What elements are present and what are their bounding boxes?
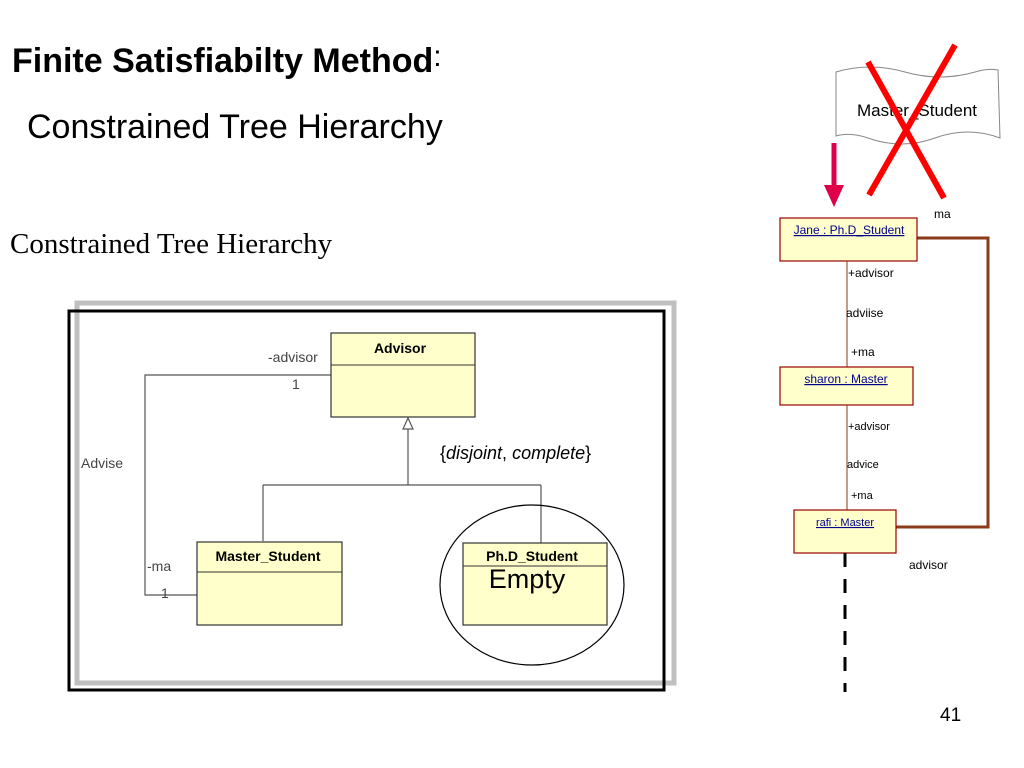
class-phd-student-name: Ph.D_Student bbox=[486, 548, 578, 564]
object-rafi-label: rafi : Master bbox=[816, 517, 874, 529]
diagram-black-frame bbox=[67, 309, 666, 692]
slide-subtitle: Constrained Tree Hierarchy bbox=[27, 108, 443, 146]
red-cross-stroke-2 bbox=[866, 43, 958, 197]
bottom-advisor-role: advisor bbox=[909, 558, 948, 572]
slide-title: Finite Satisfiabilty Method: bbox=[12, 40, 442, 81]
constraint-sep: , bbox=[502, 443, 512, 463]
slide-title-text: Finite Satisfiabilty Method bbox=[12, 42, 434, 80]
link1-ma-role: +ma bbox=[851, 345, 875, 359]
object-jane-label: Jane : Ph.D_Student bbox=[794, 223, 905, 237]
constraint-close: } bbox=[585, 443, 591, 463]
link2-advisor-role: +advisor bbox=[848, 421, 890, 433]
advise-association-line bbox=[144, 374, 331, 596]
role-advisor-label: -advisor bbox=[268, 349, 318, 365]
link2-association-name: advice bbox=[847, 459, 879, 471]
class-master-student bbox=[196, 541, 343, 626]
section-heading: Constrained Tree Hierarchy bbox=[10, 228, 333, 260]
class-master-student-name: Master_Student bbox=[215, 548, 320, 564]
object-sharon-label: sharon : Master bbox=[804, 372, 887, 386]
object-rafi bbox=[793, 509, 897, 554]
constraint-disjoint: disjoint bbox=[446, 443, 503, 463]
association-name-label: Advise bbox=[81, 455, 123, 471]
brown-link-line bbox=[896, 236, 990, 529]
role-ma-top-label: ma bbox=[934, 207, 951, 221]
pink-arrow-head bbox=[824, 185, 844, 207]
class-advisor-name: Advisor bbox=[374, 340, 427, 356]
mult-advisor-label: 1 bbox=[292, 376, 300, 392]
constraint-open: { bbox=[440, 443, 446, 463]
empty-class-circle bbox=[439, 504, 625, 666]
class-advisor bbox=[330, 332, 476, 418]
constraint-complete: complete bbox=[512, 443, 585, 463]
link1-advisor-role: +advisor bbox=[848, 266, 894, 280]
class-phd-student bbox=[462, 542, 608, 626]
slide-number: 41 bbox=[940, 705, 962, 726]
role-ma-label: -ma bbox=[147, 558, 171, 574]
generalization-arrowhead bbox=[402, 416, 414, 430]
object-jane bbox=[779, 217, 918, 262]
object-sharon bbox=[779, 366, 914, 406]
slide-title-colon: : bbox=[433, 40, 442, 73]
empty-note: Empty bbox=[489, 564, 566, 594]
link1-association-name: adviise bbox=[846, 306, 884, 320]
diagram-gray-frame bbox=[74, 300, 677, 686]
constraint-label: {disjoint, complete} bbox=[440, 443, 591, 463]
link2-ma-role: +ma bbox=[851, 490, 874, 502]
mult-ma-label: 1 bbox=[161, 585, 169, 601]
